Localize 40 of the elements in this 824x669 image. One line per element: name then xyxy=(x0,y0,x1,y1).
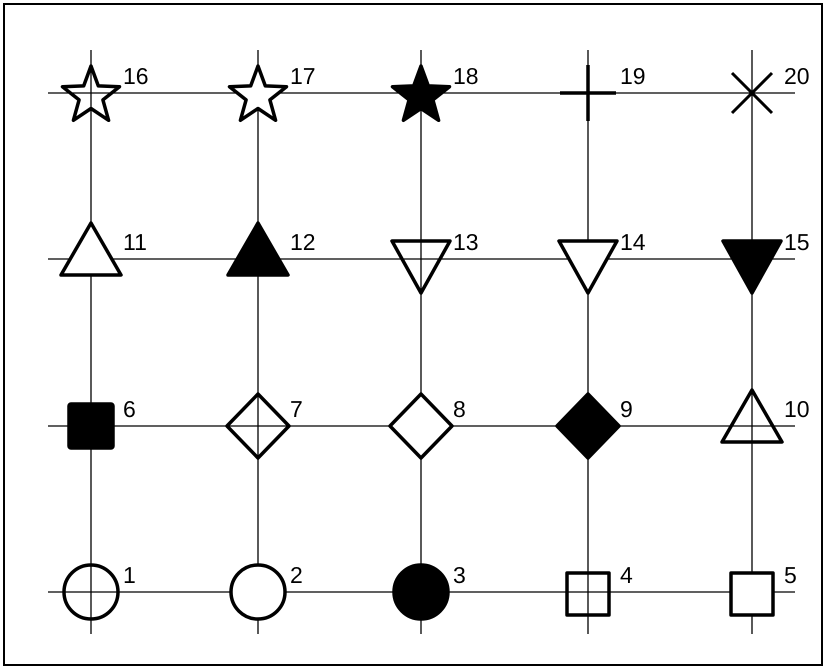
marker-number: 8 xyxy=(453,397,466,421)
triangle-marker xyxy=(721,239,783,295)
marker-number: 4 xyxy=(620,563,633,587)
marker-number: 11 xyxy=(123,230,147,254)
diamond-marker xyxy=(555,392,621,460)
circle-marker xyxy=(62,563,120,621)
star-marker xyxy=(390,64,452,122)
square-marker xyxy=(67,402,115,450)
square-marker xyxy=(729,571,775,617)
plus-marker xyxy=(558,63,618,123)
marker-number: 7 xyxy=(290,397,303,421)
star-marker xyxy=(60,64,122,122)
triangle-marker xyxy=(59,221,123,277)
marker-number: 19 xyxy=(620,64,646,88)
marker-number: 14 xyxy=(620,230,646,254)
square-marker xyxy=(565,571,611,617)
marker-number: 17 xyxy=(290,64,316,88)
triangle-marker xyxy=(720,388,784,444)
circle-marker xyxy=(229,563,287,621)
marker-number: 13 xyxy=(453,230,479,254)
marker-number: 18 xyxy=(453,64,479,88)
diamond-marker xyxy=(225,392,291,460)
diamond-marker xyxy=(388,392,454,460)
cross-marker xyxy=(730,72,774,114)
marker-number: 16 xyxy=(123,64,149,88)
marker-number: 12 xyxy=(290,230,316,254)
marker-number: 5 xyxy=(784,563,797,587)
marker-number: 3 xyxy=(453,563,466,587)
marker-number: 20 xyxy=(784,64,810,88)
marker-number: 9 xyxy=(620,397,633,421)
circle-marker xyxy=(392,563,450,621)
marker-number: 10 xyxy=(784,397,810,421)
marker-number: 2 xyxy=(290,563,303,587)
marker-number: 6 xyxy=(123,397,136,421)
triangle-marker xyxy=(390,239,452,295)
triangle-marker xyxy=(226,221,290,277)
triangle-marker xyxy=(557,239,619,295)
marker-number: 15 xyxy=(784,230,810,254)
marker-number: 1 xyxy=(123,563,136,587)
star-marker xyxy=(228,64,288,122)
